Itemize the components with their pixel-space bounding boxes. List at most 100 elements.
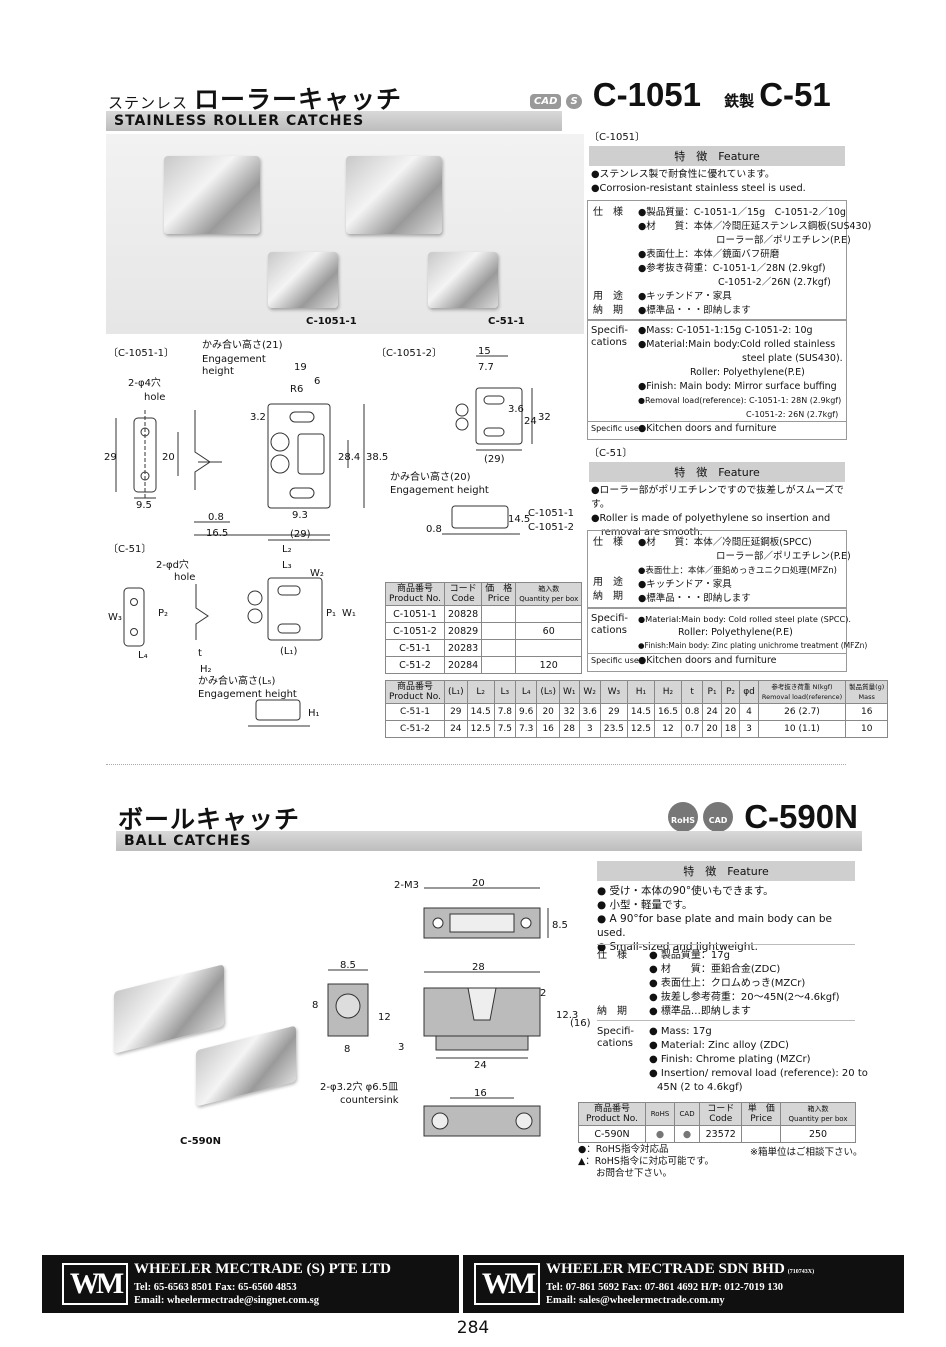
catch2-body-outline xyxy=(475,387,523,445)
footer-right-email[interactable]: Email: sales@wheelermectrade.com.my xyxy=(546,1295,725,1306)
dim-label: 15 xyxy=(478,346,491,357)
table-header: W₃ xyxy=(599,680,628,704)
c1051-feature-header: 特 徴 Feature xyxy=(589,146,845,166)
spec-line: ●キッチンドア・家具 xyxy=(638,579,732,590)
legend-line: お問合せ下さい。 xyxy=(596,1168,673,1179)
model-c590n: C-590N xyxy=(744,798,858,835)
c51-jp-spec: 仕 様 用 途 納 期 ●材 質：本体／冷間圧延鋼板(SPCC) ローラー部／ポ… xyxy=(587,530,851,608)
spec-lines: ●材 質：本体／冷間圧延鋼板(SPCC) ローラー部／ポリエチレン(P.E) ●… xyxy=(638,536,851,606)
cad-badge: CAD xyxy=(530,94,562,109)
table-header: (L₁) xyxy=(443,680,468,704)
price-table-roller: 商品番号 Product No. コード Code 価 格 Price 箱入数 … xyxy=(385,582,583,674)
table-cell: 29 xyxy=(599,703,628,721)
box-note: ※箱単位はご相談下さい。 xyxy=(750,1147,863,1158)
specifications-label: Specifi- cations xyxy=(597,1026,635,1049)
dim-label: 12.3 xyxy=(556,1010,578,1021)
c51-en-spec: Specifi- cations ●Material:Main body: Co… xyxy=(587,608,867,672)
table-cell: 12.5 xyxy=(466,720,495,738)
spec-line: ●製品質量：C-1051-1／15g C-1051-2／10g xyxy=(638,207,846,218)
spec-line: C-1051-2: 26N (2.7kgf) xyxy=(746,410,839,419)
spec-line: Roller: Polyethylene(P.E) xyxy=(678,627,793,638)
drawing-tag-c51: 〔C-51〕 xyxy=(108,544,152,555)
table-cell: ● xyxy=(674,1125,701,1143)
top-view-slot xyxy=(449,913,515,933)
dim-label: 28.4 xyxy=(338,452,360,463)
slot-mark xyxy=(483,427,505,437)
table-cell: 0.7 xyxy=(680,720,704,738)
use-label: Specific use xyxy=(591,656,639,665)
screw-hole xyxy=(432,917,444,929)
c51-features: ●ローラー部がポリエチレンですので抜差しがスムーズです。 ●Roller is … xyxy=(591,484,847,540)
table-cell: C-51-2 xyxy=(385,720,445,738)
table-cell: 32 xyxy=(559,703,580,721)
dim-label: H₂ xyxy=(200,664,212,675)
dim-label: (L₁) xyxy=(280,646,297,657)
spec-line: ●材 質：本体／冷間圧延鋼板(SPCC) xyxy=(638,537,812,548)
slot-mark xyxy=(277,623,301,634)
ball-catch-image-body xyxy=(114,964,224,1054)
spec-line: ●標準品・・・即納します xyxy=(638,593,751,604)
table-header: コード Code xyxy=(699,1102,743,1126)
dim-label: 2-φ3.2穴 φ6.5皿 xyxy=(320,1080,398,1093)
table-row: C-51-1 20283 xyxy=(385,639,583,657)
c51-profile xyxy=(195,584,209,640)
spec-line: ローラー部／ポリエチレン(P.E) xyxy=(716,235,851,246)
footer-left-email[interactable]: Email: wheelermectrade@singnet.com.sg xyxy=(134,1295,320,1306)
table-header: φd xyxy=(739,680,759,704)
table-header: P₁ xyxy=(702,680,722,704)
dim-label: H₁ xyxy=(308,708,320,719)
table-cell xyxy=(515,639,583,657)
table-cell xyxy=(481,622,517,640)
engage3-label-jp: かみ合い高さ(L₅) xyxy=(198,676,276,687)
spec-line: steel plate (SUS430). xyxy=(742,353,843,364)
table-cell: 26 (2.7) xyxy=(757,703,847,721)
spec-line: ●表面仕上：本体／鏡面バフ研磨 xyxy=(638,249,780,260)
section1-title: ステンレスローラーキャッチ xyxy=(108,80,402,116)
table-cell: C-1051-2 xyxy=(385,622,445,640)
table-cell: 16 xyxy=(845,703,889,721)
c590n-features: ● 受け・本体の90°使いもできます。 ● 小型・軽量です。 ● A 90°fo… xyxy=(597,884,855,954)
catch-body-outline xyxy=(267,403,331,509)
spec-line: ● 抜差し参考荷重：20～45N(2～4.6kgf) xyxy=(649,992,840,1003)
table-cell: 3.6 xyxy=(578,703,601,721)
spec-line: 45N (2 to 4.6kgf) xyxy=(657,1082,743,1093)
table-cell: 3 xyxy=(739,720,759,738)
section2-en-title: BALL CATCHES xyxy=(116,831,862,851)
roller-mark xyxy=(247,590,263,606)
table-cell: 7.5 xyxy=(493,720,517,738)
front-view-groove xyxy=(467,987,497,1021)
spec-line: ● 表面仕上：クロムめっき(MZCr) xyxy=(649,978,806,989)
dim-label: (29) xyxy=(290,529,311,540)
footer-divider xyxy=(459,1255,463,1313)
dim-label: 3.2 xyxy=(250,412,266,423)
spec-line: ●キッチンドア・家具 xyxy=(638,291,732,302)
roller-mark xyxy=(247,608,263,624)
spec-line: ●表面仕上：本体／亜鉛めっきユニクロ処理(MFZn) xyxy=(638,566,837,576)
c590n-en-spec: Specifi- cations ● Mass: 17g ● Material:… xyxy=(597,1024,868,1094)
table-row: C-590N ● ● 23572 250 xyxy=(578,1125,856,1143)
use-text: ●Kitchen doors and furniture xyxy=(638,655,777,666)
table-cell: C-1051-1 xyxy=(385,605,445,623)
company-logo-right: WM xyxy=(474,1263,540,1305)
dim-label: 0.8 xyxy=(426,524,442,535)
feature-line: ●ローラー部がポリエチレンですので抜差しがスムーズです。 xyxy=(591,485,844,510)
use-label: 用 途 xyxy=(593,291,623,302)
feature-line: ●ステンレス製で耐食性に優れています。 xyxy=(591,169,775,180)
table-cell: 23.5 xyxy=(599,720,628,738)
slot-mark xyxy=(289,411,315,423)
feature-line: removal are smooth. xyxy=(601,527,703,538)
photo-label-2: C-51-1 xyxy=(488,316,525,327)
slot-mark xyxy=(483,395,505,405)
footer-right-tel: Tel: 07-861 5692 Fax: 07-861 4692 H/P: 0… xyxy=(546,1282,784,1293)
table-cell: C-51-1 xyxy=(385,639,445,657)
table-cell xyxy=(481,639,517,657)
table-cell: 120 xyxy=(515,656,583,674)
section1-en-title: STAINLESS ROLLER CATCHES xyxy=(106,111,562,131)
table-cell: 14.5 xyxy=(466,703,495,721)
table-header: 単 価 Price xyxy=(741,1102,782,1126)
drawing-tag-c1051-1: 〔C-1051-1〕 xyxy=(108,348,175,359)
c1051-features: ●ステンレス製で耐食性に優れています。 ●Corrosion-resistant… xyxy=(591,168,847,196)
dim-label: t xyxy=(198,648,202,659)
table-cell: C-590N xyxy=(578,1125,646,1143)
